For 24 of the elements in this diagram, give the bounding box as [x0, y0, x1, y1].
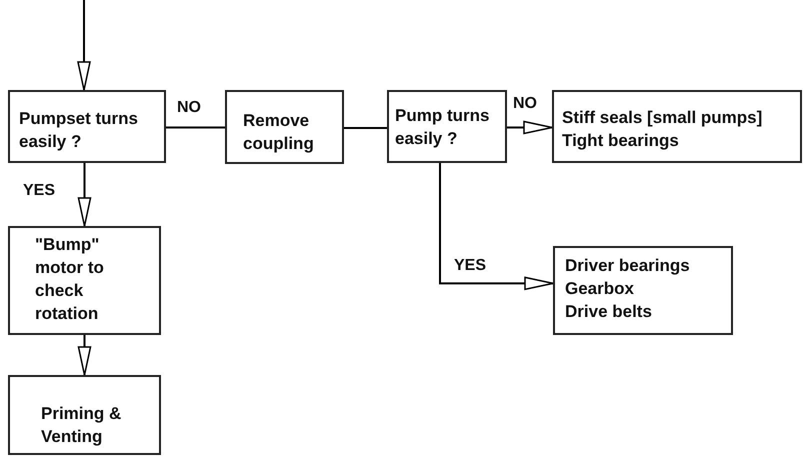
box-text: "Bump" motor to check rotation	[35, 234, 105, 325]
box-text: Stiff seals [small pumps]	[562, 107, 764, 129]
box-text: Drive belts	[565, 301, 653, 323]
connector-line	[344, 127, 387, 129]
arrow	[77, 0, 91, 91]
process-box	[8, 226, 161, 335]
connector-line	[166, 126, 225, 128]
process-box	[387, 90, 507, 163]
box-text: Pump turns easily ?	[395, 105, 490, 150]
process-box	[225, 90, 344, 164]
box-text: Priming & Venting	[41, 403, 122, 448]
process-box	[8, 375, 161, 455]
process-box	[8, 90, 166, 163]
arrow	[439, 163, 554, 290]
box-text: Tight bearings	[562, 130, 680, 152]
box-text: Gearbox	[565, 278, 635, 300]
process-box	[552, 90, 802, 163]
box-text: Pumpset turns easily ?	[19, 108, 140, 153]
box-text: Driver bearings	[565, 255, 691, 277]
arrow	[78, 335, 92, 376]
arrow	[78, 163, 92, 227]
arrow	[507, 120, 553, 134]
process-box	[553, 246, 733, 335]
box-text: Remove coupling	[243, 110, 315, 155]
